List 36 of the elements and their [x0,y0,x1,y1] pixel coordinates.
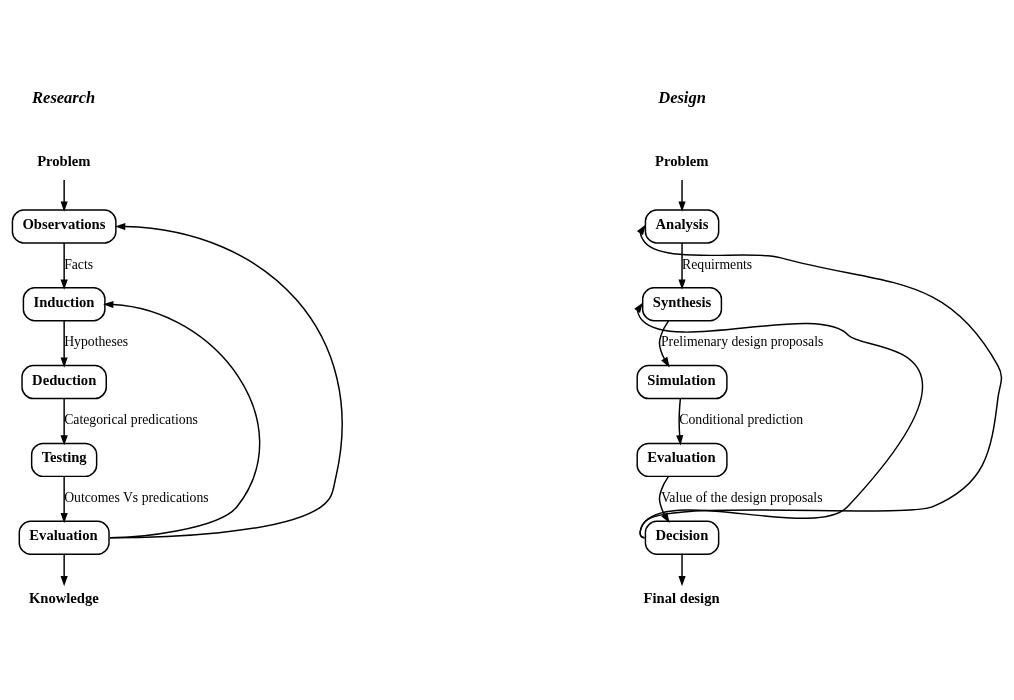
node-box: Observations [11,208,117,244]
arrow [678,553,686,586]
edge-label: Conditional prediction [679,411,804,427]
node-text: Final design [643,589,720,606]
label: Design [658,87,706,107]
arrow [60,241,68,290]
node-text: Problem [37,152,91,169]
node-box: Deduction [21,364,107,399]
arrow [678,241,686,290]
arrow [676,397,684,445]
node-box: Analysis [644,208,720,244]
edge-label: Categorical predications [64,411,198,427]
node-box: Decision [644,520,720,555]
arrow [634,301,924,538]
arrow [60,397,68,445]
edge-label: Outcomes Vs predications [64,489,209,505]
edge-label: Prelimenary design proposals [660,333,824,349]
arrow [60,553,68,586]
node-box: Simulation [636,364,728,399]
arrow [60,319,68,368]
arrow [678,178,686,212]
node-text: Knowledge [28,589,99,606]
label: Research [32,87,96,107]
arrow [637,224,1003,538]
arrow [60,178,68,212]
edge-label: Value of the design proposals [660,489,823,505]
node-box: Testing [30,442,98,477]
node-box: Evaluation [18,520,110,555]
arrow [60,475,68,523]
arrow [109,222,343,538]
node-text: Problem [655,152,709,169]
node-box: Induction [22,286,106,321]
arrow [103,300,261,538]
arrow [658,319,670,367]
node-box: Synthesis [641,286,723,321]
node-box: Evaluation [636,442,728,477]
